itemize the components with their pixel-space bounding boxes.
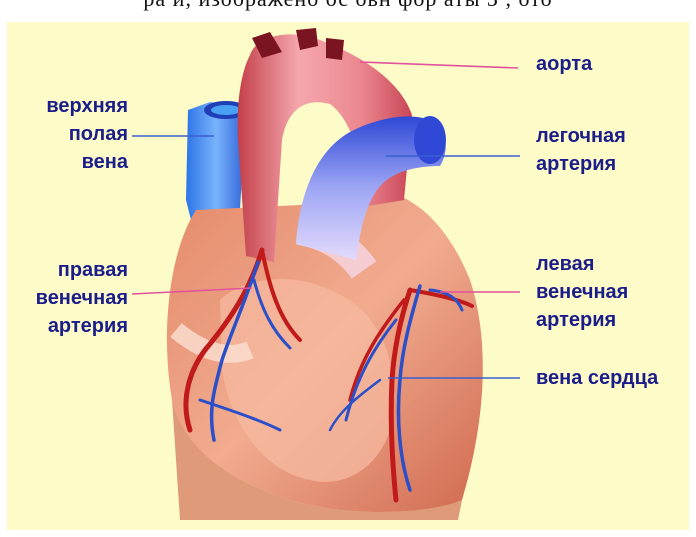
label-right-coronary-artery: правая венечная артерия xyxy=(10,256,128,340)
label-cardiac-vein: вена сердца xyxy=(536,364,658,392)
label-aorta: аорта xyxy=(536,50,592,78)
label-pulmonary-artery: легочная артерия xyxy=(536,122,626,178)
label-left-coronary-artery: левая венечная артерия xyxy=(536,250,628,334)
label-superior-vena-cava: верхняя полая вена xyxy=(30,92,128,176)
leader-aorta xyxy=(360,62,518,68)
